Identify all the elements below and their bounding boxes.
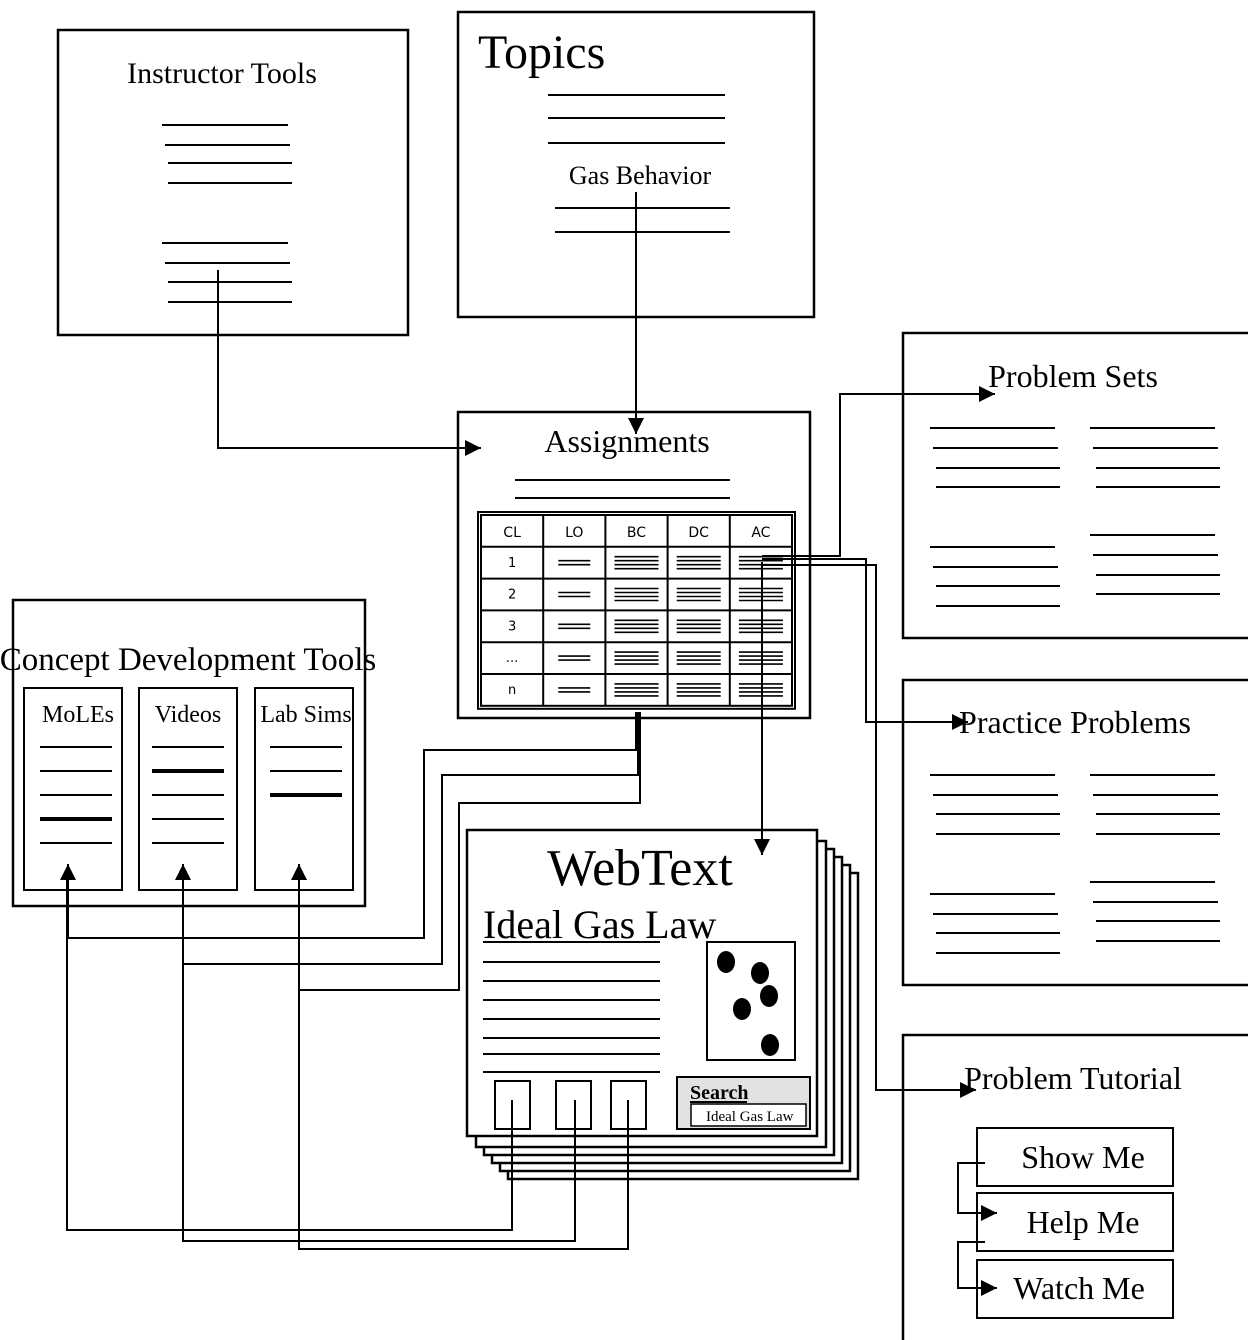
tab-videos-label: Videos [155, 702, 222, 728]
table-row[interactable]: 3 [508, 619, 783, 634]
instructor-tools-lines [162, 124, 292, 303]
table-header-cl: CL [503, 525, 521, 541]
search-input[interactable] [690, 1103, 807, 1127]
instructor-to-assignments-arrow [217, 270, 481, 456]
watch-me-label: Watch Me [1013, 1270, 1145, 1306]
table-header-dc: DC [688, 525, 709, 541]
assignments-title: Assignments [544, 423, 709, 459]
table-row[interactable]: 2 [508, 588, 783, 603]
problem-tutorial-title: Problem Tutorial [964, 1060, 1182, 1096]
practice-problems-title: Practice Problems [959, 704, 1191, 740]
show-me-button[interactable]: Show Me [976, 1127, 1174, 1187]
assignments-to-problem-sets-arrow [762, 386, 995, 557]
table-row[interactable]: n [508, 683, 783, 698]
webtext-body-lines [483, 961, 660, 1073]
show-to-help-arrow [957, 1162, 997, 1221]
row-label: 2 [508, 588, 516, 603]
tab-videos[interactable]: Videos [138, 687, 238, 891]
tab-lab-sims[interactable]: Lab Sims [254, 687, 354, 891]
show-me-label: Show Me [1021, 1139, 1145, 1175]
webtext-search-box[interactable]: Search Ideal Gas Law [676, 1076, 811, 1130]
help-to-watch-arrow [957, 1241, 997, 1296]
topic-gas-behavior[interactable]: Gas Behavior [569, 161, 712, 190]
tab-lab-sims-label: Lab Sims [260, 702, 351, 728]
watch-me-button[interactable]: Watch Me [976, 1259, 1174, 1319]
topics-panel: Topics Gas Behavior [456, 10, 816, 319]
topics-title: Topics [478, 26, 605, 79]
webtext-panel: WebText Ideal Gas Law Search Ideal Gas L… [465, 828, 860, 1181]
assignments-to-practice-problems-arrow [762, 558, 968, 730]
problem-tutorial-panel: Problem Tutorial Show Me Help Me Watch M… [901, 1033, 1248, 1340]
table-header-lo: LO [565, 525, 583, 541]
table-header-ac: AC [751, 525, 770, 541]
topics-lines [548, 94, 730, 233]
table-row[interactable]: ... [506, 651, 783, 666]
problem-sets-title: Problem Sets [988, 358, 1158, 394]
practice-problems-panel: Practice Problems [901, 678, 1248, 987]
problem-sets-panel: Problem Sets [901, 331, 1248, 640]
tab-moles[interactable]: MoLEs [23, 687, 123, 891]
webtext-link-videos[interactable] [555, 1080, 592, 1130]
search-label: Search [690, 1082, 749, 1104]
instructor-tools-panel: Instructor Tools [56, 28, 410, 337]
problem-sets-lines [930, 427, 1220, 607]
search-input-value: Ideal Gas Law [706, 1109, 794, 1125]
webtext-to-moles-arrow [66, 868, 513, 1231]
practice-problems-lines [930, 774, 1220, 954]
assignments-panel: Assignments CL LO BC DC AC 1 2 3... n [456, 410, 812, 720]
webtext-title: WebText [547, 840, 733, 897]
concept-tools-title: Concept Development Tools [0, 642, 376, 678]
assignments-to-problem-tutorial-arrow [762, 564, 976, 1098]
row-label: 1 [508, 556, 516, 571]
help-me-label: Help Me [1027, 1204, 1140, 1240]
row-label: ... [506, 651, 518, 666]
connectors [60, 192, 995, 1250]
webtext-to-lab-sims-arrow [298, 868, 629, 1250]
webtext-to-videos-arrow [182, 868, 576, 1242]
concept-development-tools-panel: Concept Development Tools MoLEs Videos L… [0, 598, 376, 908]
help-me-button[interactable]: Help Me [976, 1192, 1174, 1252]
gas-particles-image [706, 941, 796, 1061]
instructor-tools-title: Instructor Tools [127, 57, 317, 90]
row-label: 3 [508, 619, 516, 634]
webtext-heading: Ideal Gas Law [483, 902, 716, 947]
row-label: n [508, 683, 516, 698]
assignments-table: CL LO BC DC AC 1 2 3... n [477, 511, 796, 710]
tab-moles-label: MoLEs [42, 702, 114, 728]
table-header-bc: BC [627, 525, 646, 541]
